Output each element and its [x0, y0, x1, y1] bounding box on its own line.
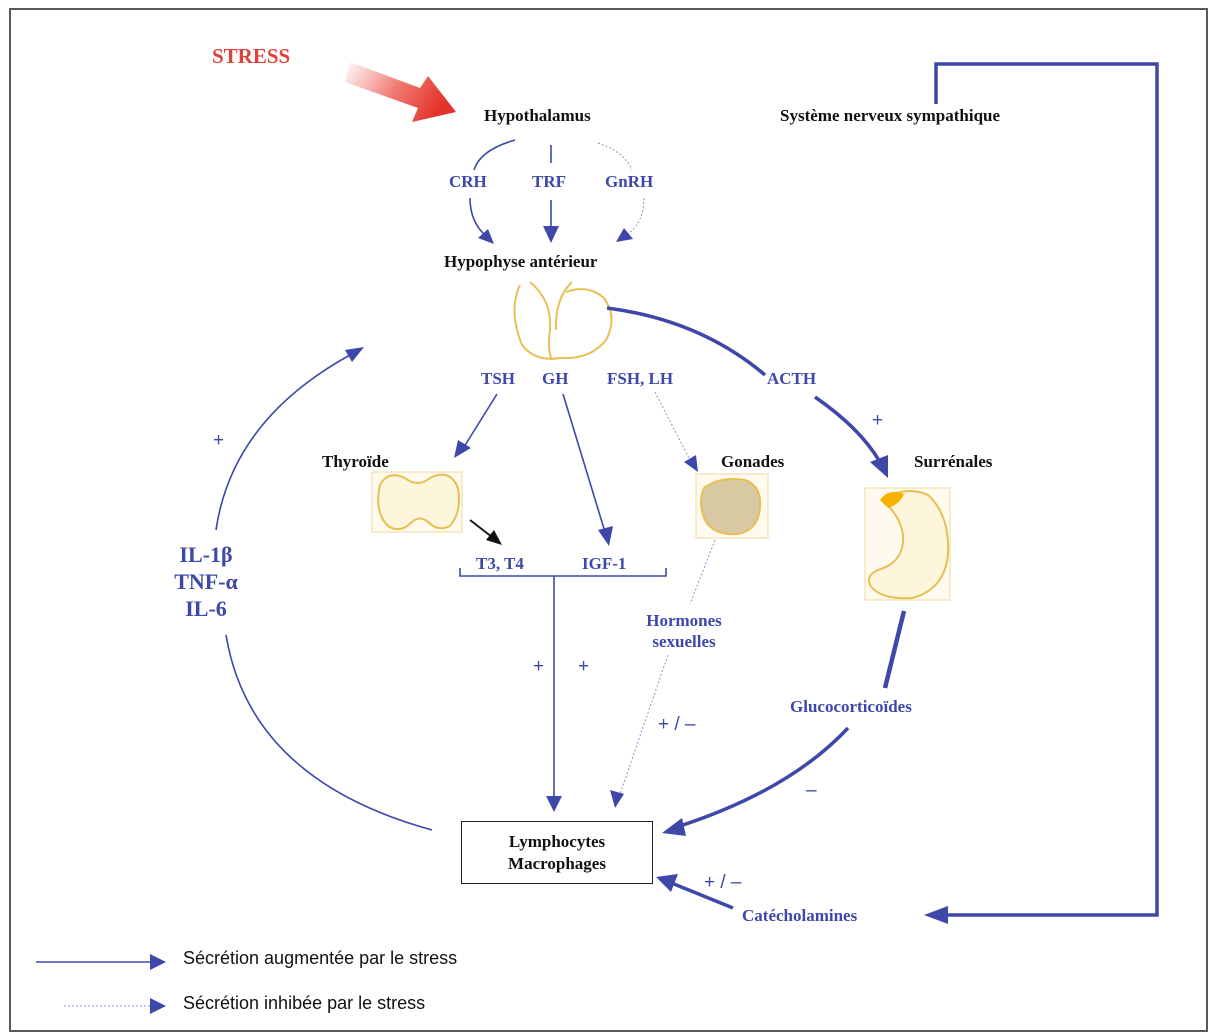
gonads-label: Gonades [721, 452, 785, 471]
gnrh-label: GnRH [605, 172, 654, 191]
fsh-lh-arrow [654, 391, 691, 461]
stress-arrow [345, 62, 456, 122]
sex-hormones-arrowhead [610, 790, 624, 808]
cytokine-list: IL-1β TNF-α IL-6 [158, 541, 254, 622]
thyroid-to-t3t4-arrowhead [486, 530, 502, 545]
igf1-plus-sign: + [578, 656, 590, 677]
gonads-to-sex-hormones-line [689, 539, 716, 605]
crh-arrowhead [478, 229, 494, 244]
adrenals-label: Surrénales [914, 452, 993, 471]
sex-hormones-label: Hormones sexuelles [646, 611, 722, 651]
t3t4-igf1-bracket [459, 568, 667, 577]
hypothalamus-label: Hypothalamus [484, 106, 591, 125]
stress-label: STRESS [212, 44, 291, 68]
acth-arc [606, 306, 767, 377]
gh-arrowhead [598, 526, 613, 546]
pituitary-gland-drawing [513, 281, 613, 361]
cytokine-plus-sign: + [213, 430, 225, 451]
crh-arrow [469, 197, 487, 237]
legend-inhibited-label: Sécrétion inhibée par le stress [183, 993, 426, 1013]
t3t4-plus-sign: + [533, 656, 545, 677]
thyroid-gland-drawing [371, 471, 463, 533]
acth-arrowhead [870, 455, 888, 478]
gonad-drawing [695, 473, 769, 539]
glucocorticoids-to-lymphocytes-arrow [679, 726, 850, 828]
sympathetic-label: Système nerveux sympathique [780, 106, 1001, 125]
cytokine-upper-arc [215, 354, 351, 531]
cytokine-il1b: IL-1β [179, 542, 233, 567]
catecholamines-sign: + / – [704, 872, 742, 893]
tsh-label: TSH [481, 369, 516, 388]
acth-plus-sign: + [872, 410, 884, 431]
catecholamines-to-lymphocytes-line [673, 882, 734, 910]
pituitary-label: Hypophyse antérieur [444, 252, 598, 271]
cytokine-il6: IL-6 [185, 596, 227, 621]
t3-t4-label: T3, T4 [476, 554, 524, 573]
fsh-lh-arrowhead [684, 455, 698, 472]
sex-hormones-sign: + / – [658, 714, 696, 735]
sympathetic-arrowhead [924, 906, 948, 924]
adrenal-gland-drawing [864, 487, 951, 601]
igf1-label: IGF-1 [582, 554, 627, 573]
legend-solid-arrowhead [150, 954, 166, 970]
crh-label: CRH [449, 172, 487, 191]
lymphocytes-label: Lymphocytes [508, 832, 606, 851]
glucocorticoids-minus-sign: – [806, 780, 817, 801]
adrenal-to-glucocorticoids-line [882, 610, 907, 689]
cytokine-tnfa: TNF-α [174, 569, 238, 594]
acth-label: ACTH [767, 369, 817, 388]
gnrh-arrow [627, 197, 645, 235]
acth-to-adrenal-arrow [814, 395, 882, 463]
cytokine-lower-arc [225, 634, 433, 831]
gnrh-upper-curve [597, 142, 633, 171]
glucocorticoids-label: Glucocorticoïdes [790, 697, 912, 716]
catecholamines-arrowhead [656, 874, 678, 892]
cytokine-arrowhead [345, 347, 364, 362]
fsh-lh-label: FSH, LH [607, 369, 674, 388]
sex-hormones-to-lymphocytes-line [619, 654, 669, 795]
legend-increased-label: Sécrétion augmentée par le stress [183, 948, 458, 968]
catecholamines-label: Catécholamines [742, 906, 858, 925]
gh-arrow [562, 393, 606, 533]
bracket-to-lymphocytes-arrowhead [546, 796, 562, 812]
gnrh-arrowhead [616, 228, 633, 242]
crh-upper-curve [473, 139, 516, 171]
macrophages-label: Macrophages [508, 854, 606, 873]
sympathetic-loop [934, 62, 1159, 917]
tsh-arrow [463, 393, 498, 448]
thyroid-label: Thyroïde [322, 452, 389, 471]
trf-arrowhead [543, 226, 559, 243]
glucocorticoids-arrowhead [662, 818, 686, 836]
thyroid-to-t3t4-arrow [469, 519, 493, 538]
lymphocytes-macrophages-box: Lymphocytes Macrophages [461, 821, 653, 884]
gh-label: GH [542, 369, 569, 388]
tsh-arrowhead [454, 440, 471, 458]
trf-label: TRF [532, 172, 566, 191]
legend-dotted-arrowhead [150, 998, 166, 1014]
